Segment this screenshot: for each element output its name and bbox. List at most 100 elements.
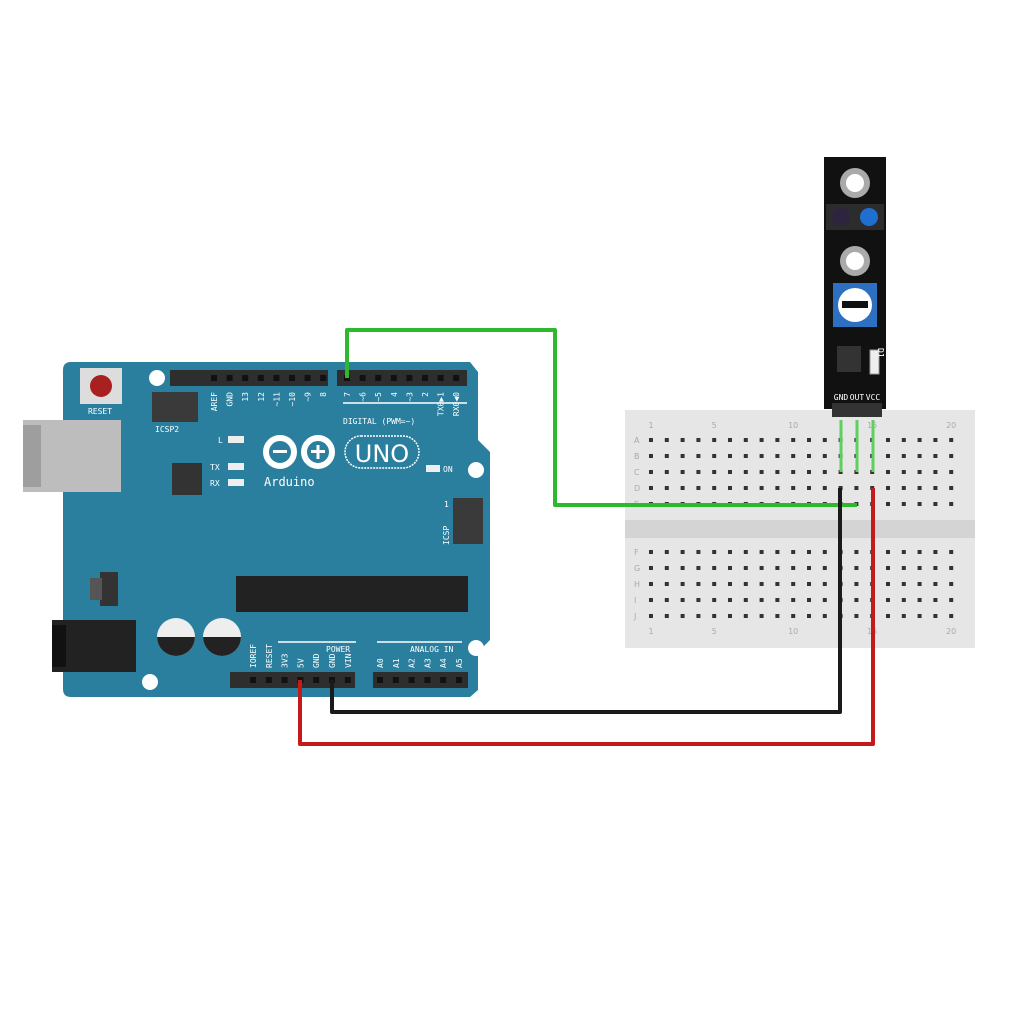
breadboard-hole[interactable] <box>822 486 827 490</box>
breadboard-hole[interactable] <box>886 438 890 442</box>
breadboard-hole[interactable] <box>743 454 748 458</box>
header-pin[interactable] <box>250 677 256 683</box>
breadboard-hole[interactable] <box>664 566 669 570</box>
breadboard-hole[interactable] <box>854 486 859 490</box>
breadboard-hole[interactable] <box>664 438 669 442</box>
breadboard-hole[interactable] <box>854 550 859 554</box>
breadboard-hole[interactable] <box>664 470 669 474</box>
breadboard-hole[interactable] <box>743 438 748 442</box>
breadboard-hole[interactable] <box>649 598 653 602</box>
breadboard-hole[interactable] <box>696 438 701 442</box>
breadboard-hole[interactable] <box>949 486 954 490</box>
breadboard-hole[interactable] <box>775 614 780 618</box>
breadboard-hole[interactable] <box>822 454 827 458</box>
breadboard-hole[interactable] <box>680 566 685 570</box>
header-pin[interactable] <box>375 375 382 381</box>
breadboard-hole[interactable] <box>933 470 938 474</box>
breadboard-hole[interactable] <box>775 550 780 554</box>
breadboard-hole[interactable] <box>791 598 796 602</box>
breadboard-hole[interactable] <box>680 582 685 586</box>
breadboard-hole[interactable] <box>807 550 811 554</box>
breadboard-hole[interactable] <box>901 566 906 570</box>
breadboard-hole[interactable] <box>712 454 717 458</box>
breadboard-hole[interactable] <box>664 614 669 618</box>
breadboard-hole[interactable] <box>822 550 827 554</box>
breadboard-hole[interactable] <box>664 582 669 586</box>
breadboard-hole[interactable] <box>933 566 938 570</box>
breadboard-hole[interactable] <box>775 454 780 458</box>
breadboard-hole[interactable] <box>680 438 685 442</box>
breadboard-hole[interactable] <box>949 454 954 458</box>
header-pin[interactable] <box>313 677 320 683</box>
header-pin[interactable] <box>390 375 397 381</box>
breadboard-hole[interactable] <box>807 438 811 442</box>
header-pin[interactable] <box>424 677 431 683</box>
breadboard-hole[interactable] <box>807 486 811 490</box>
breadboard-hole[interactable] <box>917 550 922 554</box>
breadboard-hole[interactable] <box>791 454 796 458</box>
breadboard-hole[interactable] <box>854 566 859 570</box>
breadboard-hole[interactable] <box>759 614 764 618</box>
breadboard-hole[interactable] <box>696 598 701 602</box>
breadboard-hole[interactable] <box>791 582 796 586</box>
breadboard-hole[interactable] <box>743 486 748 490</box>
breadboard-hole[interactable] <box>949 550 954 554</box>
breadboard-hole[interactable] <box>696 566 701 570</box>
breadboard-hole[interactable] <box>791 438 796 442</box>
breadboard-hole[interactable] <box>901 486 906 490</box>
breadboard-hole[interactable] <box>901 598 906 602</box>
breadboard-hole[interactable] <box>696 454 701 458</box>
breadboard-hole[interactable] <box>949 470 954 474</box>
breadboard-hole[interactable] <box>649 470 653 474</box>
breadboard-hole[interactable] <box>933 486 938 490</box>
breadboard-hole[interactable] <box>680 550 685 554</box>
breadboard-hole[interactable] <box>712 614 717 618</box>
breadboard-hole[interactable] <box>854 598 859 602</box>
breadboard-hole[interactable] <box>949 598 954 602</box>
wire-ground[interactable] <box>330 488 842 714</box>
breadboard-hole[interactable] <box>775 582 780 586</box>
breadboard-hole[interactable] <box>917 438 922 442</box>
breadboard-hole[interactable] <box>854 614 859 618</box>
breadboard-hole[interactable] <box>775 470 780 474</box>
breadboard-hole[interactable] <box>807 598 811 602</box>
header-pin[interactable] <box>257 375 264 381</box>
header-pin[interactable] <box>422 375 428 381</box>
breadboard-hole[interactable] <box>649 582 653 586</box>
breadboard-hole[interactable] <box>775 438 780 442</box>
breadboard-hole[interactable] <box>649 438 653 442</box>
breadboard-hole[interactable] <box>649 550 653 554</box>
header-pin[interactable] <box>344 677 351 683</box>
header-pin[interactable] <box>437 375 444 381</box>
breadboard-hole[interactable] <box>791 550 796 554</box>
breadboard-hole[interactable] <box>886 566 890 570</box>
breadboard-hole[interactable] <box>743 566 748 570</box>
breadboard-hole[interactable] <box>759 438 764 442</box>
breadboard-hole[interactable] <box>680 614 685 618</box>
breadboard-hole[interactable] <box>743 598 748 602</box>
breadboard-hole[interactable] <box>822 582 827 586</box>
breadboard-hole[interactable] <box>775 598 780 602</box>
breadboard-hole[interactable] <box>901 454 906 458</box>
breadboard-hole[interactable] <box>886 614 890 618</box>
breadboard-hole[interactable] <box>917 486 922 490</box>
breadboard-hole[interactable] <box>901 582 906 586</box>
breadboard-hole[interactable] <box>933 502 938 506</box>
breadboard-hole[interactable] <box>791 566 796 570</box>
breadboard-hole[interactable] <box>822 614 827 618</box>
breadboard-hole[interactable] <box>759 454 764 458</box>
breadboard-hole[interactable] <box>949 582 954 586</box>
breadboard-hole[interactable] <box>696 486 701 490</box>
breadboard-hole[interactable] <box>775 486 780 490</box>
breadboard-hole[interactable] <box>901 502 906 506</box>
breadboard-hole[interactable] <box>728 566 732 570</box>
breadboard-hole[interactable] <box>807 566 811 570</box>
breadboard-hole[interactable] <box>743 614 748 618</box>
breadboard-hole[interactable] <box>680 598 685 602</box>
breadboard-hole[interactable] <box>886 470 890 474</box>
breadboard-hole[interactable] <box>917 470 922 474</box>
header-pin[interactable] <box>406 375 413 381</box>
header-pin[interactable] <box>440 677 447 683</box>
breadboard-hole[interactable] <box>933 550 938 554</box>
breadboard-hole[interactable] <box>917 502 922 506</box>
